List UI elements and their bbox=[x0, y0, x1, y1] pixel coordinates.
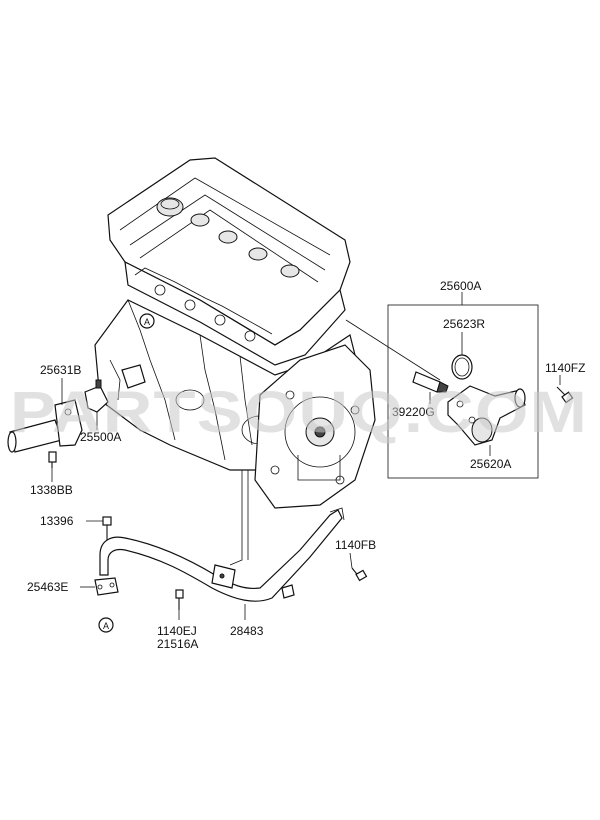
callout-labels: 25600A 25623R 1140FZ 39220G 25620A 25631… bbox=[27, 279, 585, 651]
callout-13396: 13396 bbox=[40, 514, 74, 528]
water-outlet-assembly bbox=[7, 364, 146, 468]
callout-39220G: 39220G bbox=[392, 405, 435, 419]
engine-assembly: A bbox=[94, 157, 376, 509]
callout-25623R: 25623R bbox=[443, 317, 485, 331]
callout-1140FB: 1140FB bbox=[335, 538, 376, 552]
callout-21516A: 21516A bbox=[157, 637, 198, 651]
callout-25500A: 25500A bbox=[80, 430, 121, 444]
callout-1140EJ: 1140EJ bbox=[157, 624, 197, 638]
callout-25600A: 25600A bbox=[440, 279, 481, 293]
water-inlet-box bbox=[387, 304, 574, 479]
watermark-text: PARTSOUQ.COM bbox=[10, 380, 588, 445]
callout-1338BB: 1338BB bbox=[30, 483, 73, 497]
callout-28483: 28483 bbox=[230, 624, 264, 638]
callout-1140FZ: 1140FZ bbox=[545, 361, 585, 375]
reference-mark-bottom: A bbox=[103, 621, 109, 631]
callout-25463E: 25463E bbox=[27, 580, 68, 594]
callout-25620A: 25620A bbox=[470, 457, 511, 471]
leader-lines bbox=[51, 292, 561, 620]
callout-25631B: 25631B bbox=[40, 363, 81, 377]
reference-mark-top: A bbox=[144, 317, 150, 327]
water-pipe-assembly: A bbox=[94, 470, 368, 633]
